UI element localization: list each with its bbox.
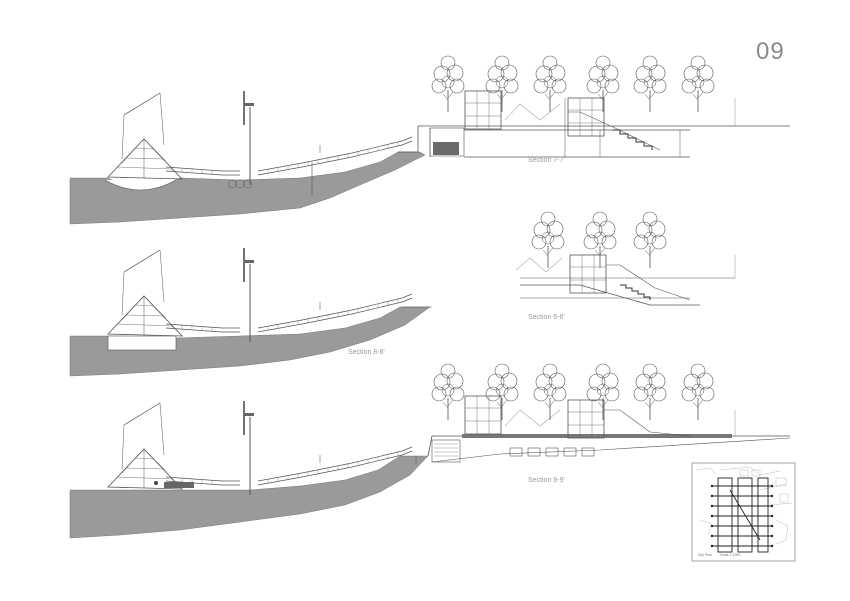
caption-section-8: Section 8-8' [348, 349, 385, 356]
key-plan-scale: Scale 1:2000 [720, 553, 741, 557]
key-plan-label: Key Plan [698, 553, 713, 557]
page-number: 09 [756, 38, 785, 65]
caption-section-7: Section 7-7' [528, 157, 565, 164]
section-7-7 [69, 55, 790, 225]
caption-section-9: Section 9-9' [528, 477, 565, 484]
section-6-6 [515, 211, 736, 306]
caption-section-6: Section 6-6' [528, 314, 565, 321]
ground-section-9 [69, 455, 429, 539]
section-8-8 [69, 247, 432, 377]
key-plan [691, 462, 796, 562]
section-9-9 [69, 363, 791, 539]
